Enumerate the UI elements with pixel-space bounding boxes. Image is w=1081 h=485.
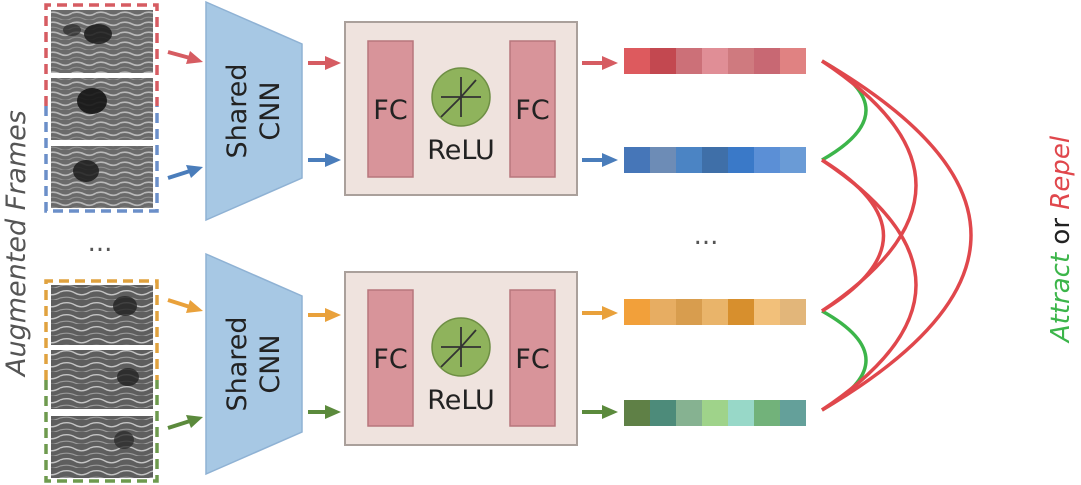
arrow-head-to-embedding-red xyxy=(582,56,618,70)
fc-label-3: FC xyxy=(373,344,407,375)
arrow-cnn-to-head-green xyxy=(308,405,341,419)
embedding-cell xyxy=(754,400,780,426)
arrow-frame-to-cnn-blue xyxy=(167,165,203,180)
cnn-label-bottom-line1: Shared xyxy=(222,316,253,411)
embedding-cell xyxy=(754,299,780,325)
ultrasound-frame-4 xyxy=(51,285,153,345)
fc-layer-2 xyxy=(509,40,556,178)
embedding-vector-orange xyxy=(624,299,806,325)
embedding-cell xyxy=(676,400,702,426)
embedding-vector-red xyxy=(624,48,806,74)
embedding-cell xyxy=(780,147,806,173)
frame-group-top xyxy=(44,3,159,213)
relation-arcs xyxy=(821,59,973,412)
embedding-cell xyxy=(702,48,728,74)
arrow-frame-to-cnn-red xyxy=(167,50,203,64)
arrow-head-to-embedding-green xyxy=(582,405,618,419)
arrow-cnn-to-head-red xyxy=(308,56,341,70)
embedding-cell xyxy=(754,48,780,74)
embedding-cell xyxy=(624,147,650,173)
embedding-cell xyxy=(728,400,754,426)
cnn-label-top-line2: CNN xyxy=(255,81,286,140)
embedding-cell xyxy=(728,147,754,173)
fc-label-2: FC xyxy=(515,95,549,126)
arrow-cnn-to-head-orange xyxy=(308,308,341,322)
embedding-cell xyxy=(728,48,754,74)
embedding-vector-blue xyxy=(624,147,806,173)
frame-border-green xyxy=(44,380,159,483)
embeddings-ellipsis: ... xyxy=(694,221,719,251)
arrow-frame-to-cnn-orange xyxy=(167,298,203,313)
embedding-cell xyxy=(676,48,702,74)
projection-head-top: FC FC ReLU xyxy=(344,21,578,196)
embedding-cell xyxy=(676,147,702,173)
shared-cnn-bottom: Shared CNN xyxy=(205,252,303,476)
embedding-cell xyxy=(702,400,728,426)
frames-ellipsis: ... xyxy=(88,228,113,258)
cnn-label-bottom-line2: CNN xyxy=(255,334,286,393)
ultrasound-frame-6 xyxy=(51,416,153,478)
embedding-cell xyxy=(624,299,650,325)
embedding-vector-green xyxy=(624,400,806,426)
embedding-cell xyxy=(728,299,754,325)
relu-label-bottom: ReLU xyxy=(427,385,495,416)
embedding-cell xyxy=(650,48,676,74)
repel-arc-2 xyxy=(821,59,973,412)
arrow-head-to-embedding-orange xyxy=(582,306,618,320)
embedding-cell xyxy=(780,299,806,325)
fc-label-4: FC xyxy=(515,344,549,375)
shared-cnn-top: Shared CNN xyxy=(205,0,303,222)
frame-border-blue xyxy=(44,106,159,213)
embedding-cell xyxy=(780,48,806,74)
arrow-head-to-embedding-blue xyxy=(582,153,618,167)
repel-arc-4 xyxy=(821,158,886,313)
fc-layer-1 xyxy=(367,40,414,178)
frame-group-bottom xyxy=(44,279,159,483)
embedding-cell xyxy=(624,400,650,426)
embedding-cell xyxy=(624,48,650,74)
fc-layer-3 xyxy=(367,289,414,427)
fc-label-1: FC xyxy=(373,95,407,126)
frame-border-red xyxy=(44,3,159,106)
arrow-cnn-to-head-blue xyxy=(308,153,341,167)
embedding-cell xyxy=(702,147,728,173)
embedding-cell xyxy=(780,400,806,426)
embedding-cell xyxy=(676,299,702,325)
fc-layer-4 xyxy=(509,289,556,427)
embedding-cell xyxy=(650,400,676,426)
cnn-label-top-line1: Shared xyxy=(222,63,253,158)
relu-label-top: ReLU xyxy=(427,135,495,166)
embedding-cell xyxy=(650,147,676,173)
embedding-cell xyxy=(754,147,780,173)
frame-border-orange xyxy=(44,279,159,380)
projection-head-bottom: FC FC ReLU xyxy=(344,271,578,446)
embedding-cell xyxy=(650,299,676,325)
ultrasound-frame-3 xyxy=(51,146,153,208)
embedding-cell xyxy=(702,299,728,325)
arrow-frame-to-cnn-green xyxy=(167,415,203,430)
